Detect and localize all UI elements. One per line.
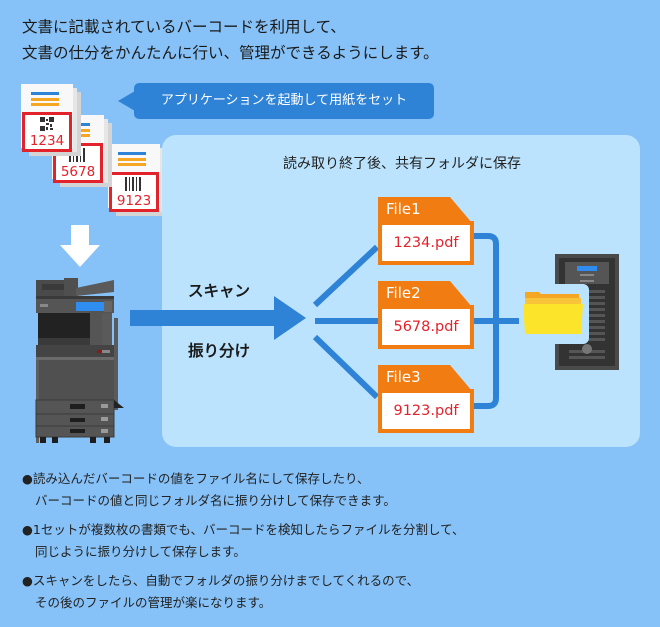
file-card-1: File1 1234.pdf [378, 197, 474, 265]
branch-line-1 [312, 244, 380, 308]
printer-feet [40, 437, 110, 443]
file-name: 9123.pdf [393, 403, 459, 419]
callout-text: アプリケーションを起動して用紙をセット [160, 93, 408, 108]
headline-line-1: 文書に記載されているバーコードを利用して、 [22, 18, 346, 36]
document-1: 1234 [21, 84, 81, 156]
file-card-3: File3 9123.pdf [378, 365, 474, 433]
document-number: 1234 [29, 133, 65, 149]
file-name: 1234.pdf [393, 235, 459, 251]
file-name: 5678.pdf [393, 319, 459, 335]
flow-label-sort: 振り分け [188, 342, 251, 360]
document-3: 9123 [108, 144, 168, 216]
feature-item-1: ●読み込んだバーコードの値をファイル名にして保存したり、 バーコードの値と同じフ… [22, 471, 396, 508]
down-arrow-icon [60, 225, 100, 267]
code-box: 1234 [22, 112, 72, 152]
file-card-2: File2 5678.pdf [378, 281, 474, 349]
callout-pointer [118, 91, 135, 111]
branch-line-3 [312, 334, 380, 400]
headline-line-2: 文書の仕分をかんたんに行い、管理ができるようにします。 [22, 44, 439, 62]
file-tab-label: File3 [386, 368, 421, 386]
headline: 文書に記載されているバーコードを利用して、 文書の仕分をかんたんに行い、管理がで… [22, 14, 439, 66]
feature-list: ●読み込んだバーコードの値をファイル名にして保存したり、 バーコードの値と同じフ… [22, 468, 465, 621]
feature-item-2: ●1セットが複数枚の書類でも、バーコードを検知したらファイルを分割して、 同じよ… [22, 522, 465, 559]
file-tab-label: File2 [386, 284, 421, 302]
feature-item-3: ●スキャンをしたら、自動でフォルダの振り分けまでしてくれるので、 その後のファイ… [22, 573, 420, 610]
qr-code-icon [40, 117, 54, 131]
folder-icon [519, 284, 589, 344]
code-box: 9123 [109, 172, 159, 212]
document-number: 9123 [116, 193, 152, 209]
connector-lines [312, 233, 522, 409]
file-tab-label: File1 [386, 200, 421, 218]
flow-label-scan: スキャン [188, 282, 251, 300]
callout-bubble: アプリケーションを起動して用紙をセット [134, 83, 434, 119]
printer-icon [35, 278, 124, 443]
document-number: 5678 [60, 164, 96, 180]
panel-title: 読み取り終了後、共有フォルダに保存 [283, 156, 521, 172]
barcode-icon [125, 177, 141, 191]
scan-arrow-icon [130, 296, 306, 340]
